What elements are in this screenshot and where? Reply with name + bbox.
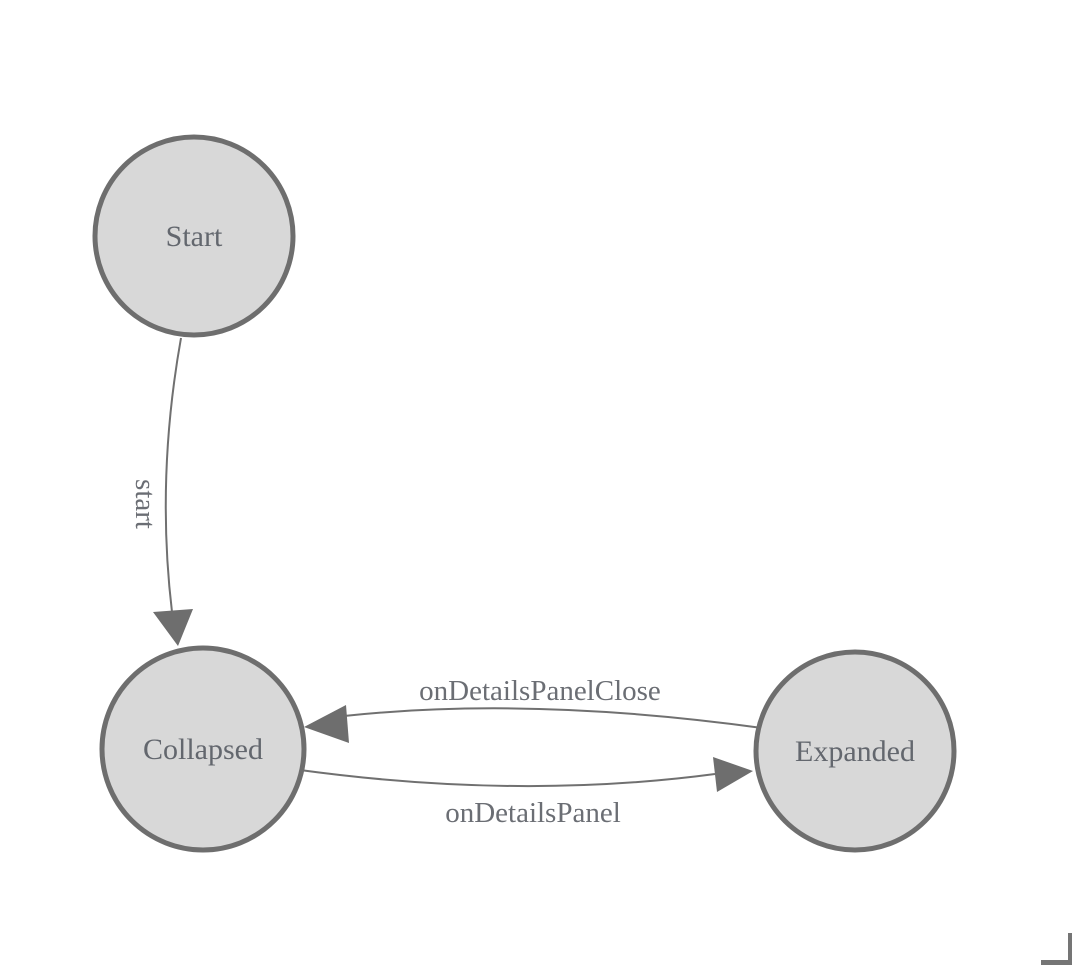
state-node-collapsed[interactable]: Collapsed: [99, 645, 307, 853]
edge-line: [164, 337, 182, 613]
state-label: Start: [166, 220, 223, 253]
corner-mark-vertical: [1068, 933, 1072, 965]
edge-label-ondetailspanel: onDetailsPanel: [445, 797, 621, 829]
edge-expanded-to-collapsed: onDetailsPanelClose: [304, 675, 763, 743]
edge-line: [299, 769, 716, 788]
state-node-expanded[interactable]: Expanded: [753, 649, 957, 853]
state-label: Collapsed: [143, 733, 263, 766]
resize-corner-handle[interactable]: [1041, 933, 1072, 965]
arrowhead-icon: [713, 757, 753, 792]
state-circle[interactable]: [99, 645, 307, 853]
edge-label-start: start: [129, 479, 161, 529]
state-circle[interactable]: [753, 649, 957, 853]
state-node-start[interactable]: Start: [92, 134, 296, 338]
state-label: Expanded: [795, 735, 915, 768]
edge-start-to-collapsed: start: [129, 337, 193, 646]
edge-line: [343, 707, 763, 729]
edge-collapsed-to-expanded: onDetailsPanel: [299, 757, 753, 829]
edge-label-ondetailspanelclose: onDetailsPanelClose: [419, 675, 661, 707]
corner-mark-horizontal: [1041, 960, 1072, 965]
state-circle[interactable]: [92, 134, 296, 338]
arrowhead-icon: [304, 705, 349, 743]
arrowhead-icon: [153, 609, 193, 646]
